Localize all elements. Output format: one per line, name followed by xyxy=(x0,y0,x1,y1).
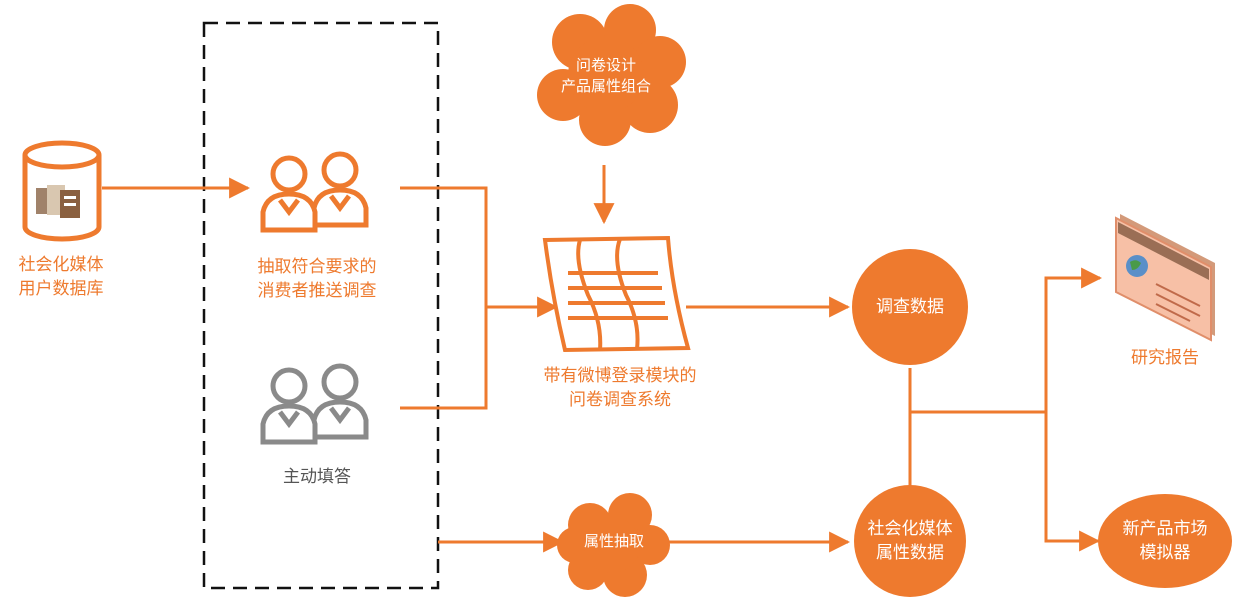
users-icon xyxy=(260,363,369,445)
simulator-node xyxy=(1098,494,1232,588)
dashed-group-box xyxy=(202,21,440,590)
social-attr-data-label: 社会化媒体 属性数据 xyxy=(867,519,953,563)
report-icon xyxy=(1115,214,1215,342)
design-cloud-label: 问卷设计 产品属性组合 xyxy=(560,56,651,95)
active-users-label: 主动填答 xyxy=(283,467,351,487)
line-target-to-merge xyxy=(400,186,488,307)
database-label: 社会化媒体 用户数据库 xyxy=(18,255,104,299)
arrow-to-simulator xyxy=(1044,412,1101,552)
database-icon xyxy=(22,140,102,242)
users-icon xyxy=(260,151,369,233)
attr-cloud-label: 属性抽取 xyxy=(583,532,644,550)
connectors xyxy=(102,165,1103,553)
arrow-to-report xyxy=(1044,267,1103,412)
cloud-icon xyxy=(537,4,686,146)
line-active-to-merge xyxy=(400,307,488,410)
survey-data-node xyxy=(852,249,968,365)
survey-system-label: 带有微博登录模块的 问卷调查系统 xyxy=(543,366,697,410)
social-attr-data-node xyxy=(854,485,966,597)
survey-data-label: 调查数据 xyxy=(876,297,944,317)
document-icon xyxy=(542,235,691,353)
target-users-label: 抽取符合要求的 消费者推送调查 xyxy=(257,257,377,301)
simulator-label: 新产品市场 模拟器 xyxy=(1122,519,1208,563)
report-label: 研究报告 xyxy=(1131,348,1199,368)
cloud-icon xyxy=(557,493,670,597)
